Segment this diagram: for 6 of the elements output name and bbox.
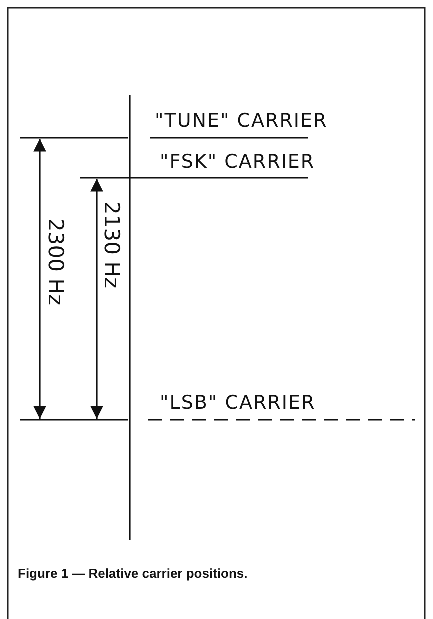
dimension-label: 2300 Hz — [44, 218, 68, 306]
dimension-label: 2130 Hz — [100, 202, 124, 288]
carrier-label: "TUNE" CARRIER — [155, 110, 328, 132]
figure-caption: Figure 1 — Relative carrier positions. — [18, 566, 248, 581]
carrier-label: "LSB" CARRIER — [160, 392, 316, 414]
carrier-label: "FSK" CARRIER — [160, 151, 316, 173]
